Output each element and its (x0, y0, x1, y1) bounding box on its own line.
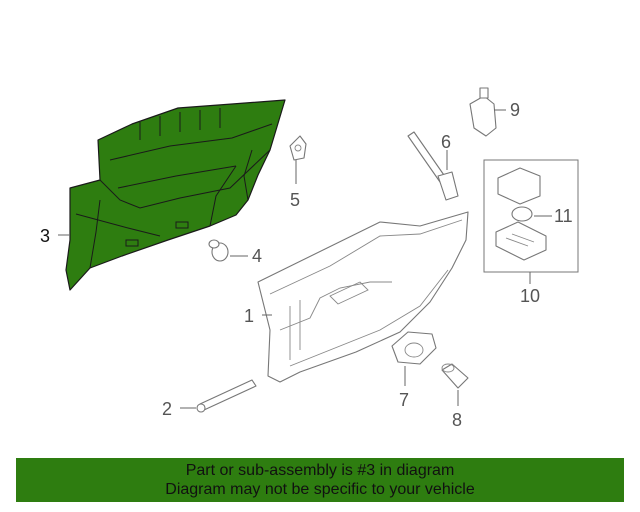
callout-10[interactable]: 10 (520, 286, 540, 306)
part-8-bumper[interactable] (441, 363, 469, 389)
callout-1[interactable]: 1 (244, 306, 254, 326)
callout-11[interactable]: 11 (554, 206, 573, 226)
parts-diagram: 3 1 2 4 5 6 9 (40, 87, 579, 430)
callout-7[interactable]: 7 (399, 390, 409, 410)
banner-line-1: Part or sub-assembly is #3 in diagram (185, 462, 455, 479)
part-3-housing[interactable] (65, 99, 286, 291)
info-banner: Part or sub-assembly is #3 in diagram Di… (16, 458, 624, 502)
callout-3[interactable]: 3 (40, 226, 50, 246)
callout-5[interactable]: 5 (290, 190, 300, 210)
callout-2[interactable]: 2 (162, 399, 172, 419)
callout-9[interactable]: 9 (510, 100, 520, 120)
part-7-lock[interactable] (391, 331, 437, 365)
callout-6[interactable]: 6 (441, 132, 451, 152)
banner-line-2: Diagram may not be specific to your vehi… (165, 481, 475, 498)
part-1-glove-box[interactable] (257, 211, 469, 383)
part-2-pin[interactable] (196, 379, 257, 413)
part-5-clip[interactable] (289, 135, 307, 161)
part-4-bumper[interactable] (208, 239, 229, 262)
callout-8[interactable]: 8 (452, 410, 462, 430)
part-9-switch[interactable] (469, 87, 497, 137)
callout-4[interactable]: 4 (252, 246, 262, 266)
part-11-bulb[interactable] (511, 206, 533, 222)
part-6-damper[interactable] (407, 131, 459, 201)
